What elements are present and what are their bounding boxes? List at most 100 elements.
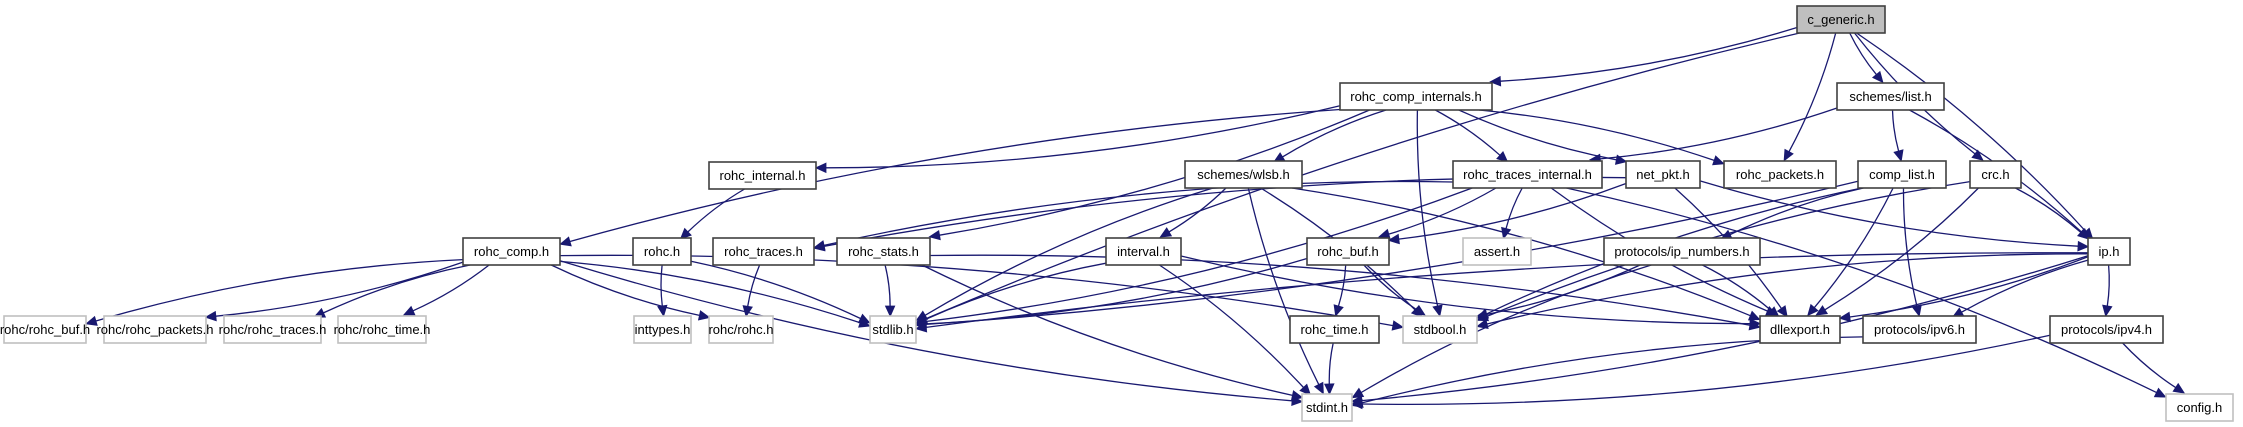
node-rohc-traces-internal[interactable]: rohc_traces_internal.h [1452,160,1603,189]
edge-line [925,262,1107,320]
node-box [1289,315,1380,344]
node-ext-rohc: rohc/rohc.h [708,315,774,344]
node-rohc-comp-internals[interactable]: rohc_comp_internals.h [1339,82,1493,111]
edge-line [1159,264,1304,388]
edge-interval-to-stdlib [915,262,1107,324]
edge-rohc_traces_internal-to-rohc_buf [1377,187,1497,240]
node-ext-rohc-packets: rohc/rohc_packets.h [96,315,214,344]
node-label: interval.h [1117,244,1170,259]
node-net-pkt[interactable]: net_pkt.h [1625,160,1701,189]
edge-rohc_comp-to-ext_rohc_time [402,264,490,316]
arrowhead-icon [742,305,753,318]
edge-line [550,264,700,317]
node-label: assert.h [1474,244,1520,259]
node-rohc[interactable]: rohc.h [632,237,692,266]
node-box [1862,315,1977,344]
edge-rohc_comp_internals-to-stdbool [1416,109,1443,317]
edge-line [1813,187,1894,309]
edge-line [825,105,1341,169]
edge-line [323,264,471,314]
node-ext-rohc-buf: rohc/rohc_buf.h [0,315,90,344]
edge-rohc_traces-to-ext_rohc [742,264,761,318]
node-label: rohc/rohc_buf.h [0,322,90,337]
node-label: rohc/rohc_time.h [334,322,431,337]
node-box [3,315,87,344]
edge-crc-to-dllexport [1815,187,1979,316]
edge-ipv4-to-stdint [1350,334,2051,410]
node-label: rohc_traces_internal.h [1463,167,1592,182]
node-box [2165,393,2234,422]
arrowhead-icon [1971,149,1984,161]
edge-line [1416,109,1439,307]
node-schemes-list[interactable]: schemes/list.h [1836,82,1945,111]
node-rohc-packets[interactable]: rohc_packets.h [1723,160,1837,189]
node-rohc-comp[interactable]: rohc_comp.h [462,237,561,266]
arrowhead-icon [928,229,941,241]
edge-ip-to-ipv6 [1951,259,2089,318]
node-rohc-internal[interactable]: rohc_internal.h [708,161,817,190]
arrowhead-icon [1893,149,1904,162]
node-label: net_pkt.h [1636,167,1690,182]
edge-rohc_comp-to-ext_rohc_traces [313,264,471,318]
edge-line [921,264,1293,397]
node-ipv6[interactable]: protocols/ipv6.h [1862,315,1977,344]
edge-rohc_stats-to-stdlib [884,264,896,318]
node-dllexport[interactable]: dllexport.h [1759,315,1841,344]
edge-ipv6-to-stdint [1351,336,1864,408]
arrowhead-icon [1838,311,1851,323]
node-rohc-traces[interactable]: rohc_traces.h [712,237,815,266]
node-interval[interactable]: interval.h [1105,237,1182,266]
node-rohc-stats[interactable]: rohc_stats.h [836,237,931,266]
edge-line [412,264,490,312]
node-assert: assert.h [1462,237,1532,266]
node-label: rohc_traces.h [724,244,803,259]
edge-line [1388,187,1497,235]
edge-line [2106,264,2110,307]
edge-comp_list-to-dllexport [1807,187,1894,317]
arrowhead-icon [85,315,98,326]
node-stdlib: stdlib.h [869,315,917,344]
node-ipv4[interactable]: protocols/ipv4.h [2049,315,2164,344]
node-stdbool: stdbool.h [1402,315,1478,344]
edge-rohc_time-to-stdint [1324,342,1335,396]
node-comp-list[interactable]: comp_list.h [1857,160,1947,189]
node-label: stdint.h [1306,400,1348,415]
node-c-generic[interactable]: c_generic.h [1796,5,1886,34]
edge-schemes_list-to-comp_list [1891,109,1904,162]
edge-line [1902,187,1918,307]
node-rohc-buf[interactable]: rohc_buf.h [1306,237,1390,266]
edge-line [925,252,2089,329]
node-rohc-time[interactable]: rohc_time.h [1289,315,1380,344]
edge-c_generic-to-schemes_list [1849,32,1884,84]
edge-line [1363,264,1417,311]
node-box [1836,82,1945,111]
node-ip-numbers[interactable]: protocols/ip_numbers.h [1603,237,1761,266]
node-label: rohc_comp.h [474,244,549,259]
node-ip[interactable]: ip.h [2087,237,2131,266]
node-box [2049,315,2164,344]
node-schemes-wlsb[interactable]: schemes/wlsb.h [1184,160,1303,189]
arrowhead-icon [204,310,217,322]
edge-comp_list-to-ipv6 [1902,187,1922,317]
node-label: schemes/wlsb.h [1197,167,1289,182]
node-box [708,161,817,190]
edge-rohc_internal-to-rohc [679,188,745,240]
edge-line [1891,109,1900,152]
node-crc[interactable]: crc.h [1969,160,2022,189]
arrowhead-icon [1333,304,1344,317]
edge-rohc-to-stdlib [690,260,871,324]
edge-line [1486,264,1641,316]
node-label: schemes/list.h [1849,89,1931,104]
edge-line [924,187,1214,316]
node-box [1759,315,1841,344]
arrowhead-icon [2077,240,2090,252]
node-box [2087,237,2131,266]
node-inttypes: inttypes.h [633,315,692,344]
node-label: protocols/ip_numbers.h [1614,244,1749,259]
arrowhead-icon [1783,148,1794,162]
edge-line [1361,255,2089,402]
edge-c_generic-to-rohc_packets [1783,32,1837,162]
arrowhead-icon [914,322,928,333]
edge-line [1328,342,1334,385]
edge-line [1699,180,2079,247]
